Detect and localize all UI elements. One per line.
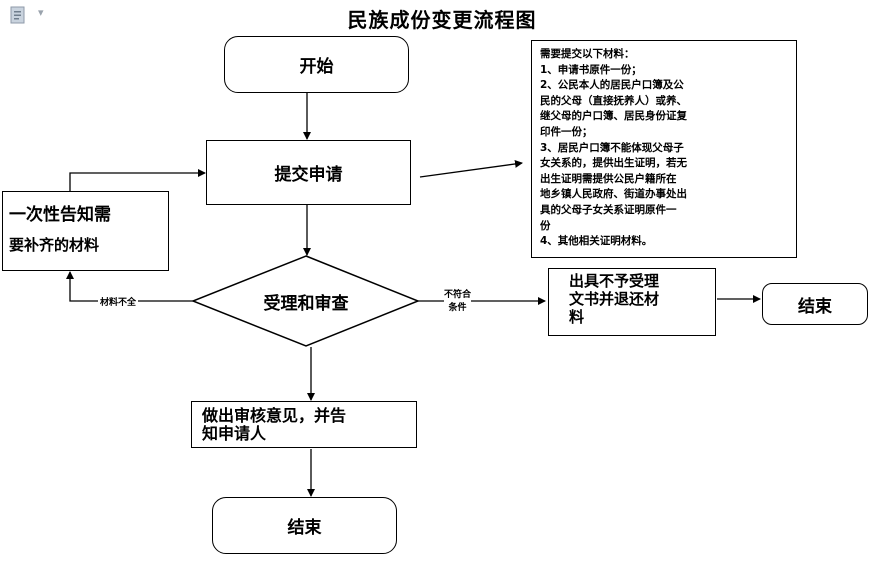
chevron-down-icon[interactable]: ▾ <box>38 6 44 19</box>
edge-submit-materials <box>419 159 523 178</box>
edge-notice-submit <box>69 169 206 191</box>
opinion-node: 做出审核意见，并告 知申请人 <box>191 401 417 448</box>
end-side-label: 结束 <box>798 296 832 317</box>
materials-line: 份 <box>540 219 551 232</box>
materials-line: 出生证明需提供公民户籍所在 <box>540 172 677 185</box>
materials-line: 1、申请书原件一份； <box>540 63 642 76</box>
page-title: 民族成份变更流程图 <box>347 8 537 32</box>
not-eligible-line-2: 条件 <box>448 303 467 313</box>
edge-label-not-eligible: 不符合 条件 <box>444 289 472 315</box>
notice-line-1: 一次性告知需 <box>9 205 111 225</box>
materials-line: 地乡镇人民政府、街道办事处出 <box>540 188 687 201</box>
materials-line: 4、其他相关证明材料。 <box>540 235 653 248</box>
materials-line: 2、公民本人的居民户口簿及公 <box>540 79 684 92</box>
not-eligible-line-1: 不符合 <box>444 290 472 300</box>
review-label: 受理和审查 <box>263 293 349 314</box>
start-node: 开始 <box>224 36 409 93</box>
materials-line: 具的父母子女关系证明原件一 <box>540 203 677 216</box>
materials-line: 民的父母（直接抚养人）或养、 <box>540 94 687 107</box>
reject-line-2: 文书并退还材 <box>569 290 660 308</box>
opinion-line-1: 做出审核意见，并告 <box>202 406 347 425</box>
materials-line: 印件一份； <box>540 125 593 138</box>
materials-line: 3、居民户口簿不能体现父母子 <box>540 141 684 154</box>
edge-label-incomplete: 材料不全 <box>98 295 139 308</box>
materials-line: 继父母的户口簿、居民身份证复 <box>540 110 687 123</box>
document-icon[interactable] <box>10 6 32 24</box>
end-node-main: 结束 <box>212 497 397 554</box>
edge-review-notice <box>66 271 193 302</box>
end-node-side: 结束 <box>762 283 868 325</box>
submit-label: 提交申请 <box>274 165 343 185</box>
submit-application-node: 提交申请 <box>206 140 411 205</box>
review-diamond <box>190 255 421 347</box>
review-label-wrap: 受理和审查 <box>230 288 382 314</box>
notice-line-2: 要补齐的材料 <box>9 236 100 254</box>
required-materials-box: 需要提交以下材料： 1、申请书原件一份； 2、公民本人的居民户口簿及公 民的父母… <box>531 40 797 258</box>
opinion-line-2: 知申请人 <box>202 424 267 443</box>
reject-line-3: 料 <box>569 308 585 326</box>
notice-supplement-node: 一次性告知需 要补齐的材料 <box>2 191 169 271</box>
materials-line: 女关系的，提供出生证明，若无 <box>540 157 687 170</box>
reject-node: 出具不予受理 文书并退还材 料 <box>548 268 716 336</box>
end-main-label: 结束 <box>287 518 322 538</box>
materials-line: 需要提交以下材料： <box>540 48 635 60</box>
reject-line-1: 出具不予受理 <box>569 272 660 290</box>
start-label: 开始 <box>299 57 334 77</box>
